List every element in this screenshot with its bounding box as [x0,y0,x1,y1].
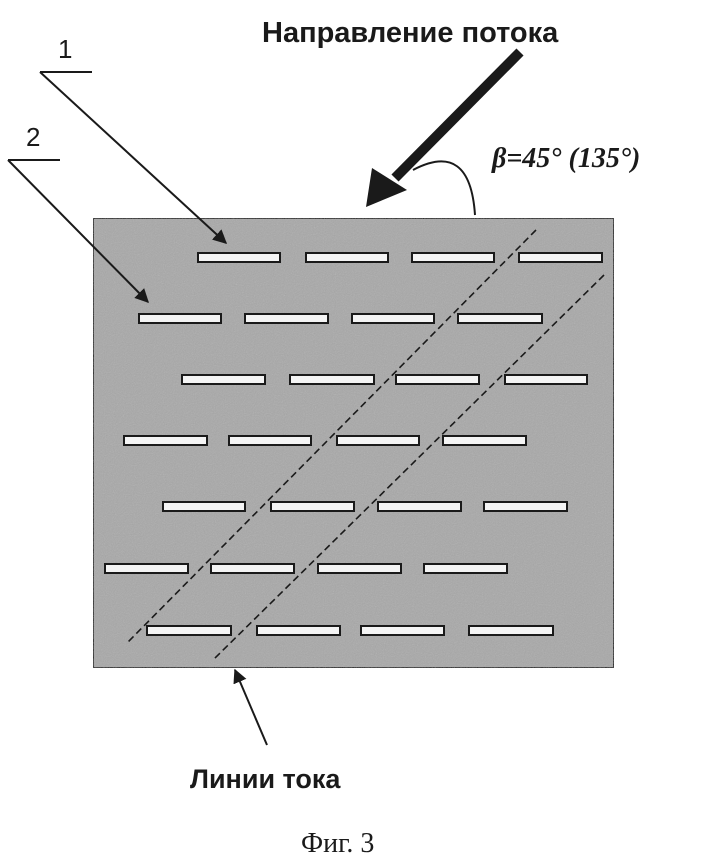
flow-direction-label: Направление потока [262,17,559,49]
figure-caption: Фиг. 3 [301,828,374,859]
slot [318,564,401,573]
slot [163,502,245,511]
slot [147,626,231,635]
flow-direction-arrow [366,52,520,207]
slot [396,375,479,384]
slot [229,436,311,445]
slot [257,626,340,635]
angle-label: β=45° (135°) [491,143,640,174]
slot [182,375,265,384]
streamlines-label: Линии тока [190,764,341,794]
slot [271,502,354,511]
slot [337,436,419,445]
slot [412,253,494,262]
slot [424,564,507,573]
slot [198,253,280,262]
slot [484,502,567,511]
slot [469,626,553,635]
slot [443,436,526,445]
slot [378,502,461,511]
slot [352,314,434,323]
callout-2-label: 2 [26,122,40,152]
slot [105,564,188,573]
slot [458,314,542,323]
slot [139,314,221,323]
slot [306,253,388,262]
slot [211,564,294,573]
streamlines-leader [235,670,267,745]
slot [505,375,587,384]
angle-arc [413,161,475,215]
slot [290,375,374,384]
callout-1-label: 1 [58,34,72,64]
slot [245,314,328,323]
slot [124,436,207,445]
slot [361,626,444,635]
slot [519,253,602,262]
